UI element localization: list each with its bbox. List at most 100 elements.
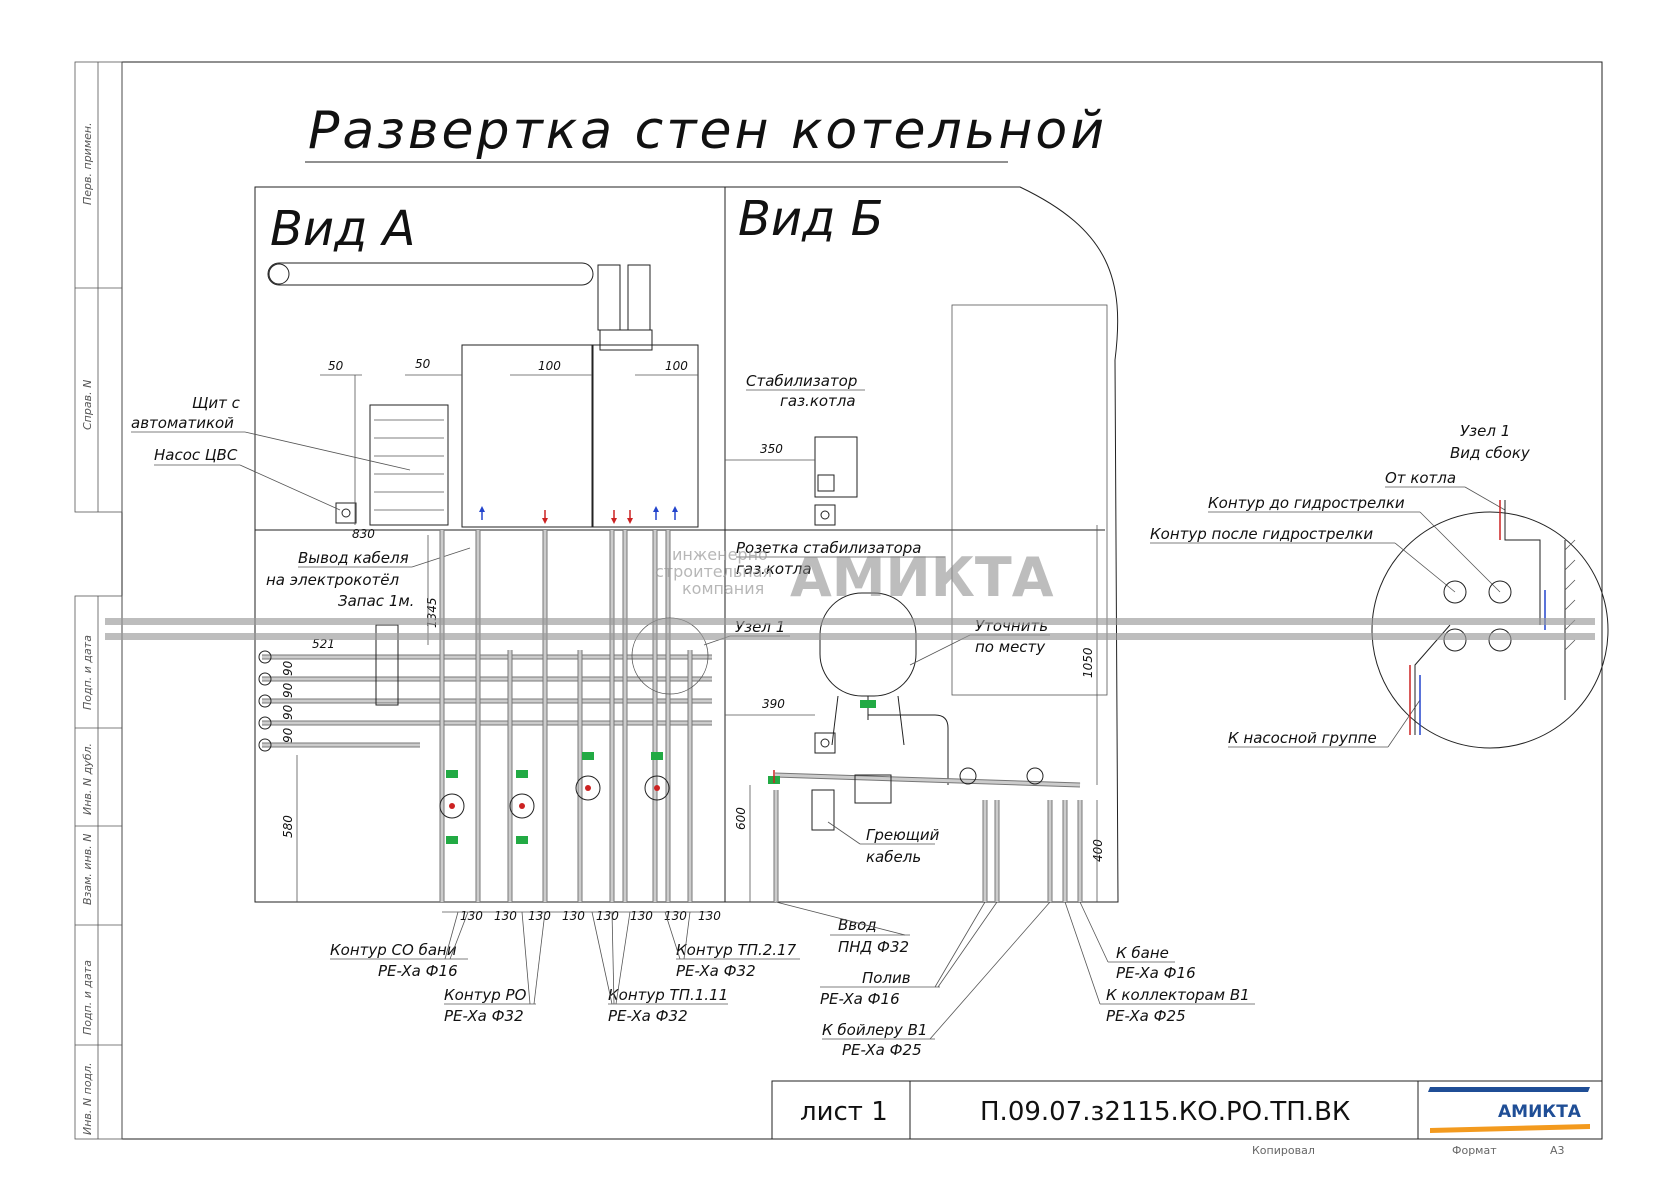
pump-4 xyxy=(644,775,670,801)
label-node1-side-1: Узел 1 xyxy=(1460,422,1510,440)
label-circuit-so-1: Контур СО бани xyxy=(330,941,457,959)
title-block xyxy=(771,1080,1603,1140)
label-coll-1: К коллекторам В1 xyxy=(1106,986,1250,1004)
dhw-pump xyxy=(335,502,357,524)
dim-130-8: 130 xyxy=(698,909,721,923)
label-input-1: Ввод xyxy=(838,916,877,934)
label-water-1: Полив xyxy=(862,969,911,987)
dim-1050: 1050 xyxy=(1081,647,1095,678)
dim-100-b: 100 xyxy=(665,359,688,373)
dim-390: 390 xyxy=(762,697,785,711)
dim-400: 400 xyxy=(1091,839,1105,862)
logo-stripe-blue xyxy=(1428,1087,1590,1092)
stabilizer xyxy=(814,436,858,498)
label-circuit-tp111-1: Контур ТП.1.11 xyxy=(608,986,728,1004)
label-circuit-so-2: PE-Xa Ф16 xyxy=(378,962,458,980)
stamp-sheet: лист 1 xyxy=(800,1097,888,1127)
dim-830: 830 xyxy=(352,527,375,541)
dim-100-a: 100 xyxy=(538,359,561,373)
side-label-2: Справ. N xyxy=(81,380,94,430)
label-circuit-ro-2: PE-Xa Ф32 xyxy=(444,1007,524,1025)
dim-130-3: 130 xyxy=(528,909,551,923)
watermark-sub-2: строительная xyxy=(655,562,772,581)
stamp-logo: АМИКТА xyxy=(1498,1102,1582,1122)
label-circuit-tp217-1: Контур ТП.2.17 xyxy=(676,941,797,959)
watermark-band-2 xyxy=(105,633,1595,640)
label-boiler-2: PE-Xa Ф25 xyxy=(842,1041,922,1059)
watermark-band-1 xyxy=(105,618,1595,625)
side-label-4: Инв. N дубл. xyxy=(81,743,94,815)
dim-90-a: 90 xyxy=(281,660,295,676)
watermark-sub-3: компания xyxy=(682,579,764,598)
label-circuit-tp217-2: PE-Xa Ф32 xyxy=(676,962,756,980)
dim-130-1: 130 xyxy=(460,909,483,923)
dim-580: 580 xyxy=(281,815,295,838)
label-socket-2: газ.котла xyxy=(736,560,812,578)
socket-2 xyxy=(814,732,836,754)
pump-3 xyxy=(575,775,601,801)
automation-panel xyxy=(369,404,449,526)
side-label-3: Подп. и дата xyxy=(81,635,94,710)
label-bath-1: К бане xyxy=(1116,944,1169,962)
side-label-5: Взам. инв. N xyxy=(81,834,94,905)
label-input-2: ПНД Ф32 xyxy=(838,938,909,956)
watermark-brand: АМИКТА xyxy=(790,546,1054,609)
dim-130-4: 130 xyxy=(562,909,585,923)
drawing-title: Развертка стен котельной xyxy=(308,101,1107,161)
dim-130-5: 130 xyxy=(596,909,619,923)
electric-boiler xyxy=(461,344,593,528)
label-cable-2: на электрокотёл xyxy=(266,571,400,589)
dim-600: 600 xyxy=(734,807,748,830)
filter xyxy=(811,789,835,831)
label-stabilizer-2: газ.котла xyxy=(780,392,856,410)
pump-1 xyxy=(439,793,465,819)
vertical-pipes xyxy=(439,530,693,902)
label-to-pump: К насосной группе xyxy=(1228,729,1377,747)
stamp-format-label: Формат xyxy=(1452,1144,1497,1157)
label-stabilizer-1: Стабилизатор xyxy=(746,372,857,390)
dim-90-d: 90 xyxy=(281,727,295,743)
dim-130-6: 130 xyxy=(630,909,653,923)
view-b-label: Вид Б xyxy=(738,191,884,247)
dim-521: 521 xyxy=(312,637,335,651)
label-clarify-2: по месту xyxy=(975,638,1046,656)
pump-2 xyxy=(509,793,535,819)
view-a-label: Вид А xyxy=(270,201,415,257)
label-bath-2: PE-Xa Ф16 xyxy=(1116,964,1196,982)
logo-stripe-orange xyxy=(1430,1124,1590,1133)
label-after-sep: Контур после гидрострелки xyxy=(1150,525,1373,543)
dim-130-2: 130 xyxy=(494,909,517,923)
water-meter xyxy=(854,774,892,804)
label-coll-2: PE-Xa Ф25 xyxy=(1106,1007,1186,1025)
dim-90-c: 90 xyxy=(281,704,295,720)
label-from-boiler: От котла xyxy=(1385,469,1456,487)
watermark-sub-1: инженерно xyxy=(672,545,768,564)
label-cable-1: Вывод кабеля xyxy=(298,549,409,567)
label-socket-1: Розетка стабилизатора xyxy=(736,539,922,557)
stamp-copied: Копировал xyxy=(1252,1144,1315,1157)
node1-side-view xyxy=(1371,511,1609,749)
stamp-format: А3 xyxy=(1550,1144,1565,1157)
wall-view-b xyxy=(725,186,1119,903)
label-cable-3: Запас 1м. xyxy=(338,592,414,610)
dim-130-7: 130 xyxy=(664,909,687,923)
label-node1-side-2: Вид сбоку xyxy=(1450,444,1531,462)
label-circuit-ro-1: Контур РО xyxy=(444,986,527,1004)
wall-view-a xyxy=(254,186,726,903)
dim-350: 350 xyxy=(760,442,783,456)
label-boiler-1: К бойлеру В1 xyxy=(822,1021,927,1039)
stabilizer-socket xyxy=(817,474,835,492)
socket xyxy=(814,504,836,526)
dim-90-b: 90 xyxy=(281,682,295,698)
label-shield-2: автоматикой xyxy=(131,414,234,432)
side-label-1: Перв. примен. xyxy=(81,122,94,205)
label-water-2: PE-Xa Ф16 xyxy=(820,990,900,1008)
label-heating-cable-2: кабель xyxy=(866,848,921,866)
side-label-7: Инв. N подл. xyxy=(81,1062,94,1135)
label-heating-cable-1: Греющий xyxy=(866,826,940,844)
side-label-6: Подп. и дата xyxy=(81,960,94,1035)
gas-boiler xyxy=(592,344,699,528)
label-pump-dhw: Насос ЦВС xyxy=(154,446,238,464)
chimney xyxy=(267,262,594,286)
